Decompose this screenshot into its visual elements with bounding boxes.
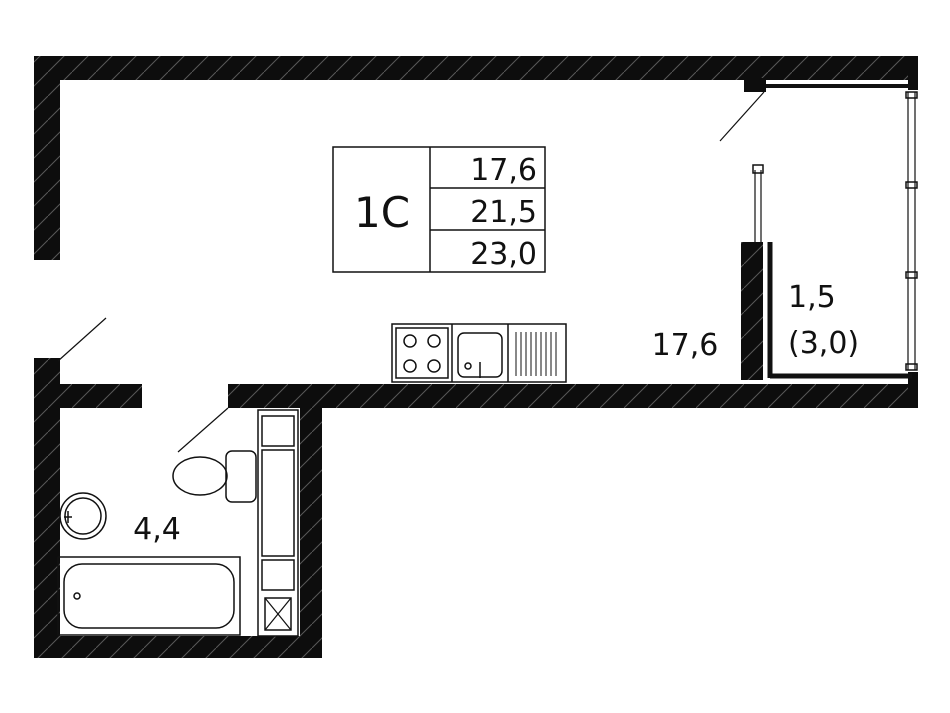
balcony-area-label: 1,5 <box>788 280 836 315</box>
washbasin-icon <box>59 492 107 540</box>
main-room-area-label: 17,6 <box>652 328 719 363</box>
unit-type-label: 1C <box>354 188 410 237</box>
entry-door-swing <box>57 317 107 362</box>
bathroom-fixtures <box>57 409 299 637</box>
sink-icon <box>457 332 503 378</box>
unit-badge: 1C 17,6 21,5 23,0 <box>332 146 546 273</box>
unit-area-total: 21,5 <box>470 195 537 230</box>
wall-middle-right-cap <box>908 372 918 408</box>
unit-area-living: 17,6 <box>470 153 537 188</box>
utility-shaft-icon <box>257 409 299 637</box>
bathroom-door-swing <box>177 407 229 453</box>
balcony-full-area-label: (3,0) <box>788 326 859 361</box>
kitchen-counter <box>391 323 567 383</box>
doors <box>57 317 229 453</box>
stove-icon <box>395 327 449 379</box>
balcony <box>719 84 918 379</box>
bathroom-area-label: 4,4 <box>133 512 181 547</box>
unit-area-total-with-balcony: 23,0 <box>470 237 537 272</box>
bathtub-icon <box>57 556 241 636</box>
toilet-icon <box>172 450 257 503</box>
wall-top-right-cap <box>908 56 918 90</box>
drainer-icon <box>515 332 557 376</box>
wall-top-corner-block <box>744 78 766 92</box>
walls <box>34 56 918 658</box>
